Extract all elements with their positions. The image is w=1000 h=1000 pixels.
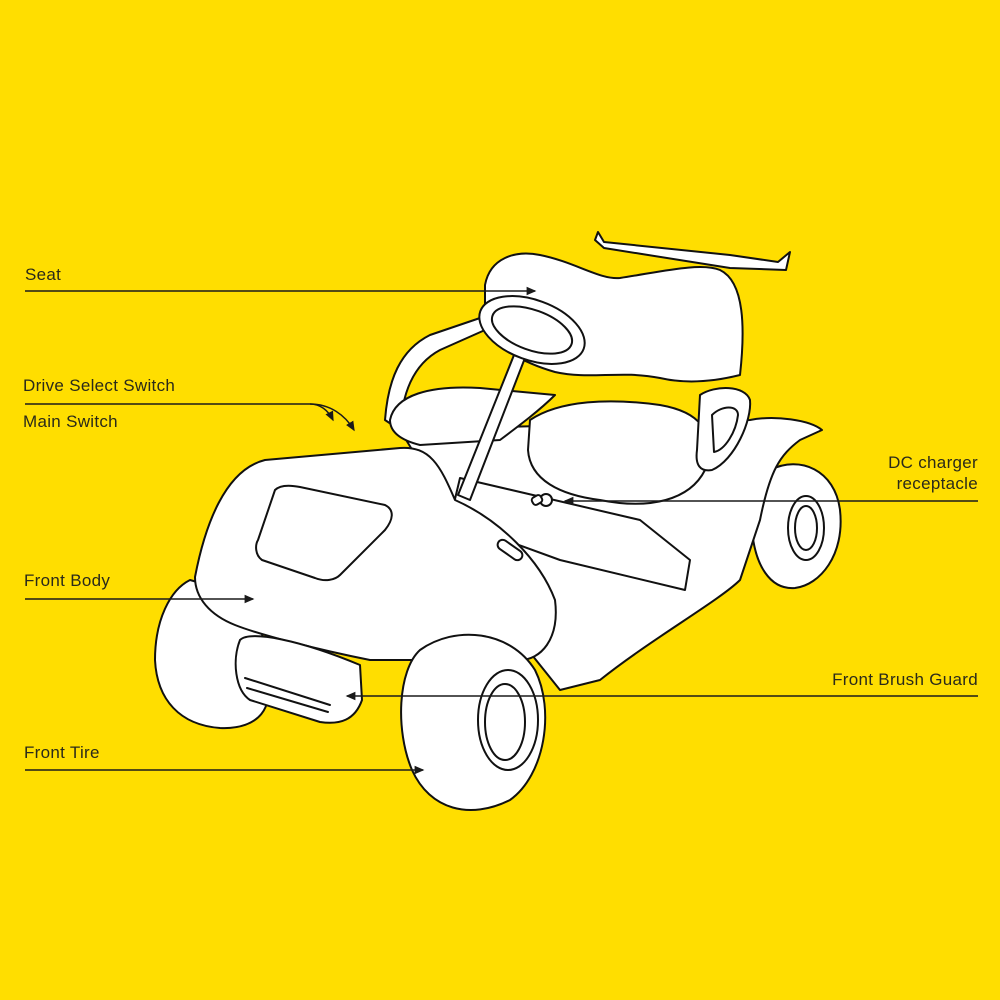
main-switch-leader — [309, 403, 355, 432]
label-seat: Seat — [25, 265, 62, 284]
rear-strut — [594, 231, 791, 271]
brush-guard — [234, 635, 363, 724]
label-front-tire: Front Tire — [24, 743, 100, 762]
label-main-switch: Main Switch — [23, 412, 118, 431]
seat-cushion-right — [527, 400, 709, 505]
label-front-body: Front Body — [24, 571, 111, 590]
label-dc-charger-line1: DC charger — [888, 453, 978, 472]
seat-cushion-left — [389, 386, 556, 446]
label-dc-charger-receptacle: DC charger receptacle — [888, 452, 978, 494]
label-dc-charger-line2: receptacle — [896, 474, 978, 493]
label-front-brush-guard: Front Brush Guard — [832, 670, 978, 689]
hood-panel — [255, 484, 393, 582]
charger-receptacle — [530, 493, 553, 507]
label-drive-select-switch: Drive Select Switch — [23, 376, 176, 395]
